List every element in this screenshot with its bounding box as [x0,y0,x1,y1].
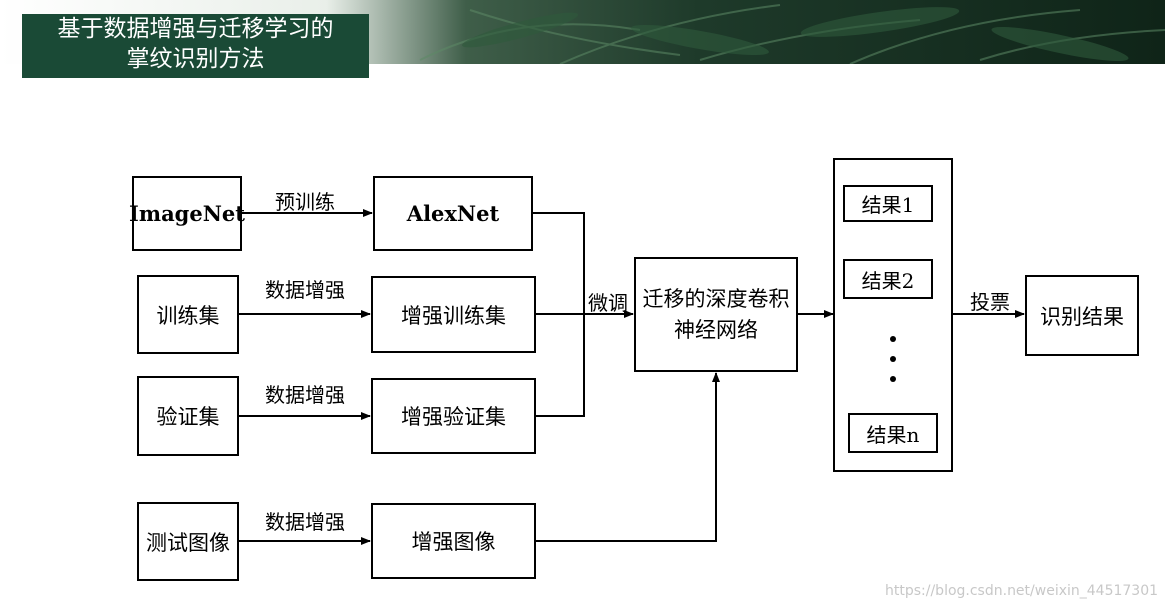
result-1-box: 结果1 [843,185,933,222]
result-2-label: 结果2 [862,265,915,294]
aug-train-box: 增强训练集 [371,276,536,353]
aug-label-2: 数据增强 [265,379,345,408]
pretrain-label: 预训练 [275,186,335,215]
imagenet-label: ImageNet [129,201,245,226]
vote-label: 投票 [970,286,1010,315]
watermark: https://blog.csdn.net/weixin_44517301 [885,583,1158,599]
train-set-box: 训练集 [137,275,239,354]
result-n-label: 结果n [867,419,920,448]
cnn-label-line2: 神经网络 [674,315,758,346]
finetune-label: 微调 [588,287,628,316]
aug-image-label: 增强图像 [412,526,496,556]
result-2-box: 结果2 [843,259,933,299]
recognition-result-label: 识别结果 [1040,301,1124,331]
train-set-label: 训练集 [157,300,220,330]
alexnet-label: AlexNet [407,201,499,226]
result-n-box: 结果n [848,413,938,453]
aug-val-box: 增强验证集 [371,378,536,454]
ellipsis-dots [886,336,900,392]
recognition-result-box: 识别结果 [1025,275,1139,356]
aug-label-1: 数据增强 [265,274,345,303]
aug-label-3: 数据增强 [265,506,345,535]
aug-train-label: 增强训练集 [401,300,506,330]
result-1-label: 结果1 [862,189,915,218]
test-image-label: 测试图像 [146,527,230,557]
cnn-label-line1: 迁移的深度卷积 [643,284,790,315]
test-image-box: 测试图像 [137,502,239,581]
aug-val-label: 增强验证集 [401,401,506,431]
val-set-box: 验证集 [137,376,239,456]
aug-image-box: 增强图像 [371,503,536,579]
imagenet-box: ImageNet [132,176,242,251]
arrow-test-to-cnn [536,373,716,541]
transfer-cnn-box: 迁移的深度卷积 神经网络 [634,257,798,372]
alexnet-box: AlexNet [373,176,533,251]
val-set-label: 验证集 [157,401,220,431]
